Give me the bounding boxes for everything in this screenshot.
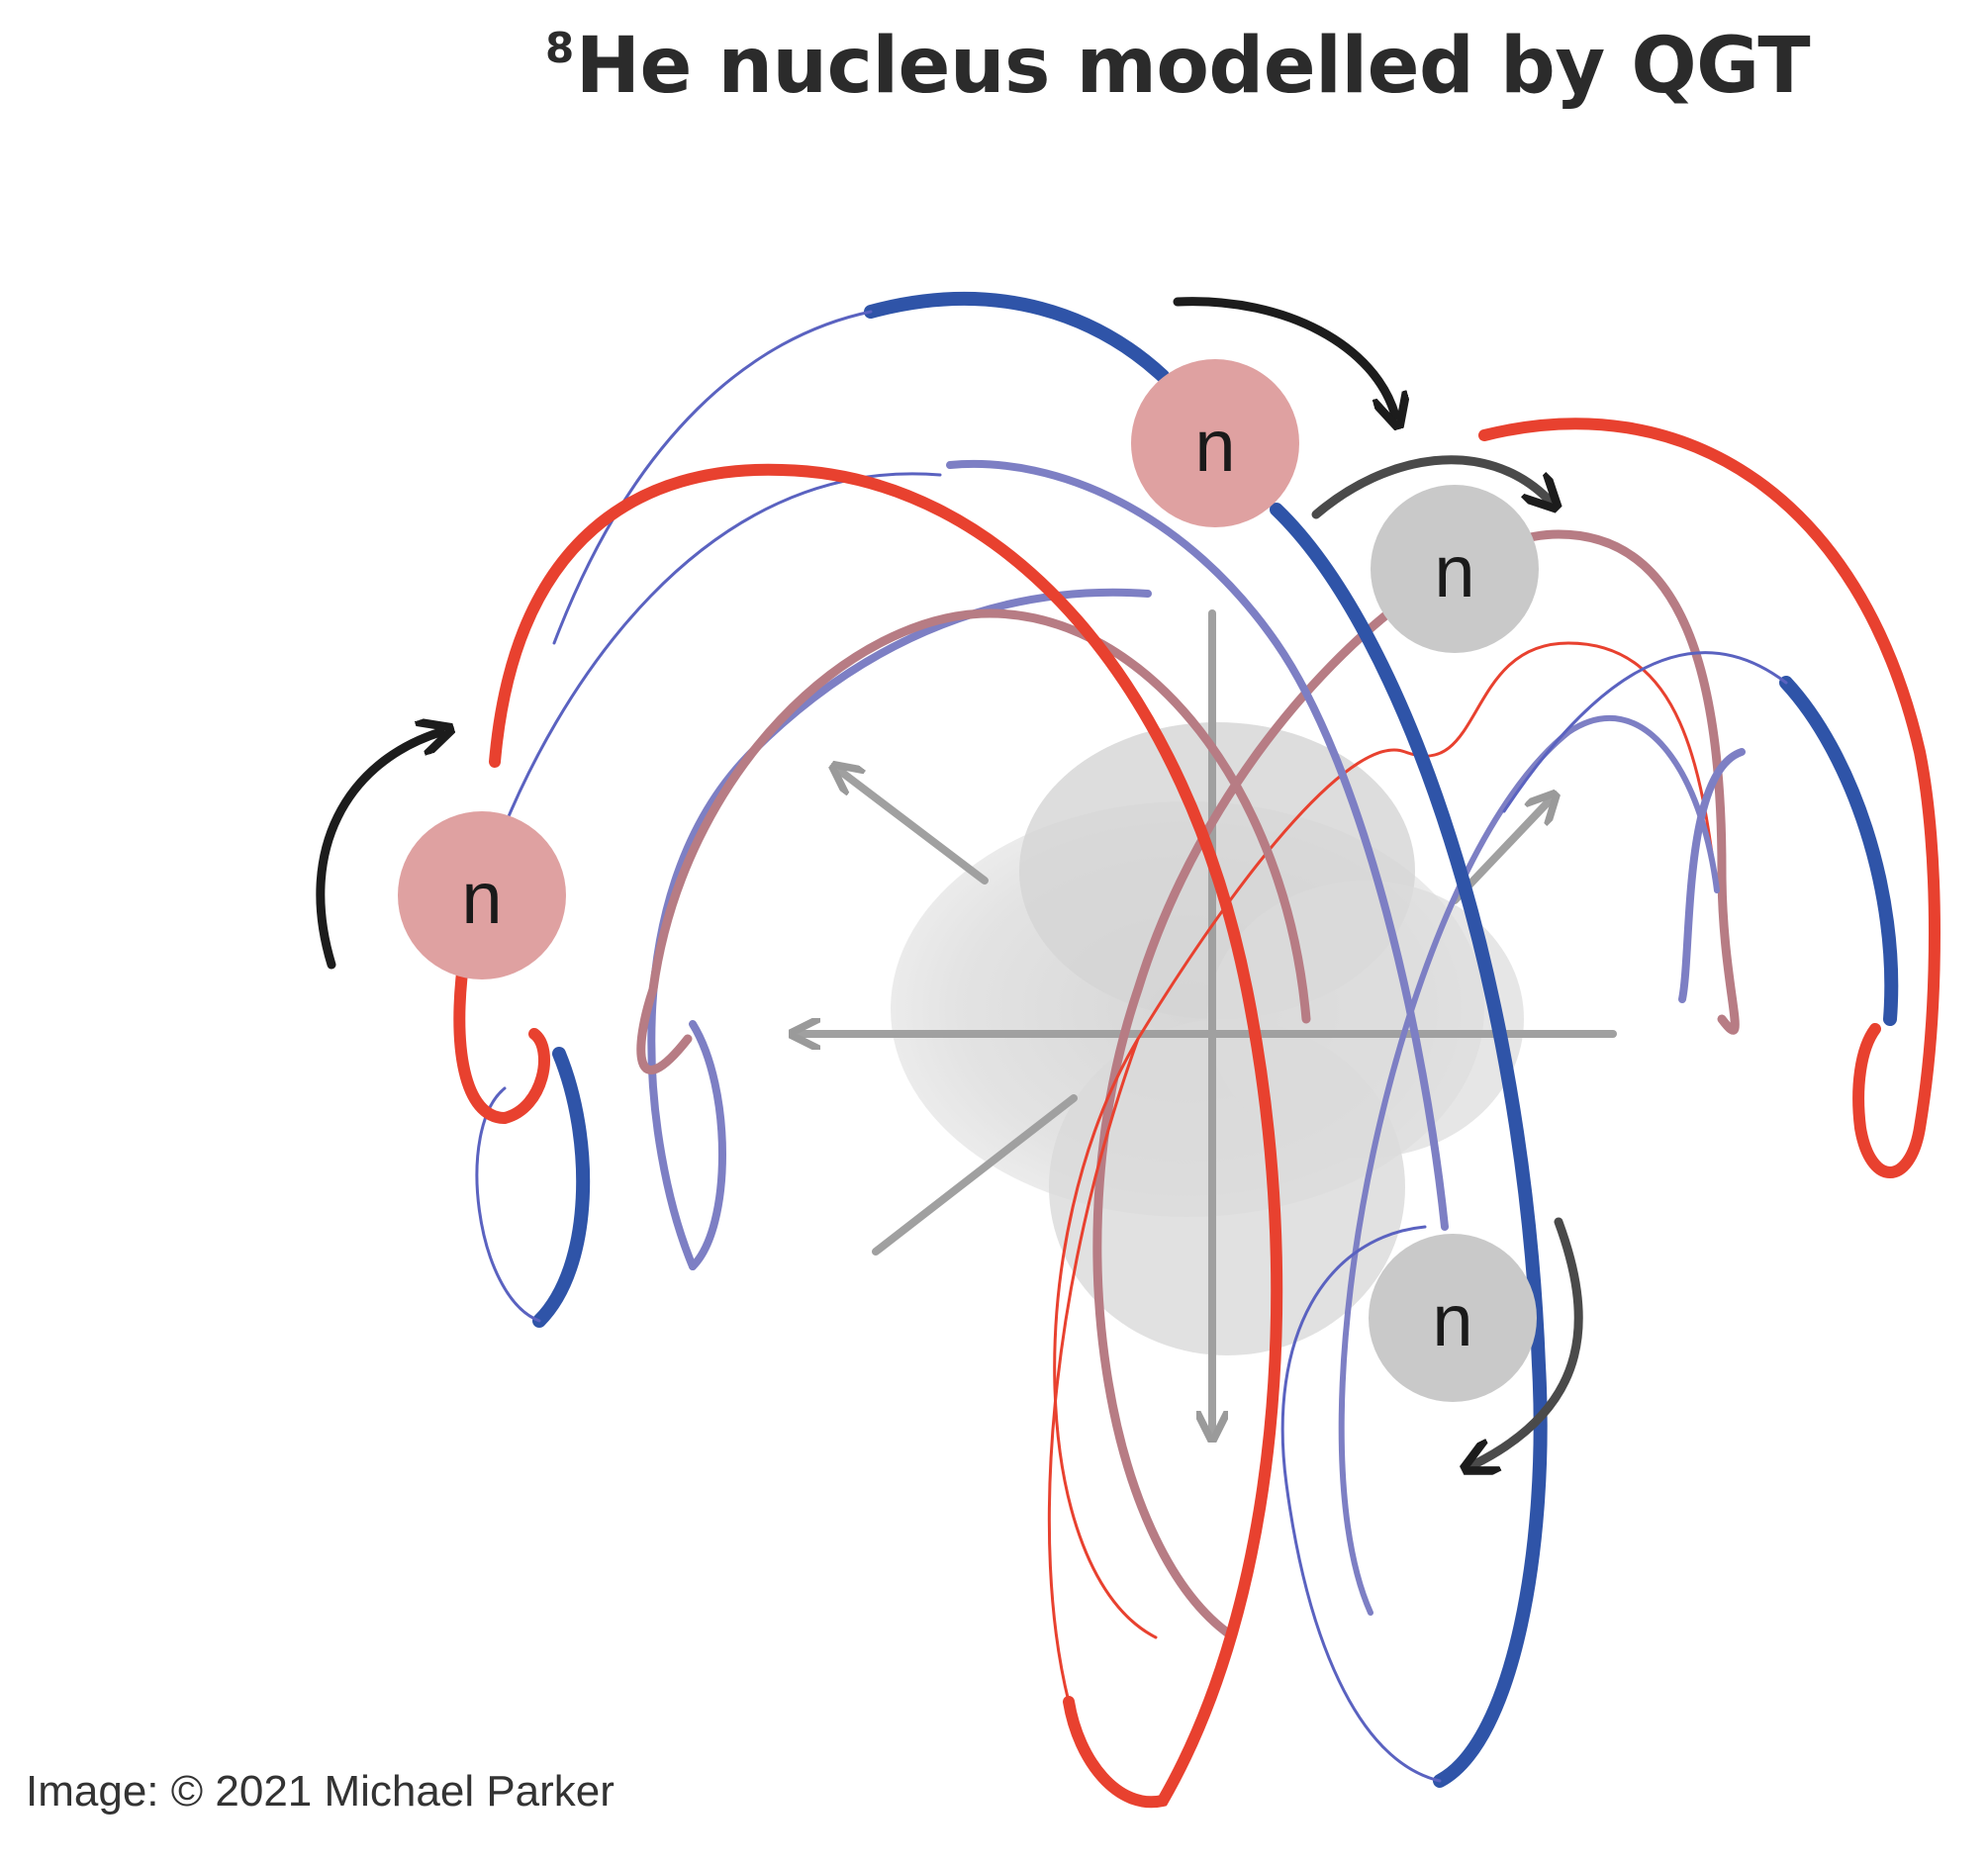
arrow-gray-top bbox=[1311, 455, 1549, 519]
title-superscript: 8 bbox=[544, 24, 574, 72]
neutron-right-upper: n bbox=[1371, 485, 1539, 653]
neutron-circle bbox=[1369, 1234, 1537, 1402]
neutron-label: n bbox=[1434, 530, 1474, 612]
blue-loops bbox=[475, 291, 1899, 1788]
neutron-circle bbox=[1371, 485, 1539, 653]
neutron-label: n bbox=[461, 857, 502, 939]
neutron-label: n bbox=[1432, 1279, 1472, 1361]
neutron-circle bbox=[1131, 359, 1299, 527]
arrow-top-particle bbox=[1173, 297, 1395, 416]
neutron-label: n bbox=[1194, 405, 1235, 487]
title-text: He nucleus modelled by QGT bbox=[575, 22, 1811, 111]
arrow-gray-bottom bbox=[1474, 1217, 1583, 1464]
image-credit: Image: © 2021 Michael Parker bbox=[26, 1767, 615, 1816]
neutron-circle bbox=[398, 811, 566, 979]
neutron-left: n bbox=[398, 811, 566, 979]
arrow-left-particle bbox=[316, 732, 440, 970]
diagram-title: 8He nucleus modelled by QGT bbox=[0, 22, 1988, 111]
motion-arrows bbox=[316, 297, 1583, 1464]
neutron-right-lower: n bbox=[1369, 1234, 1537, 1402]
neutron-top: n bbox=[1131, 359, 1299, 527]
red-loops bbox=[453, 418, 1941, 1809]
